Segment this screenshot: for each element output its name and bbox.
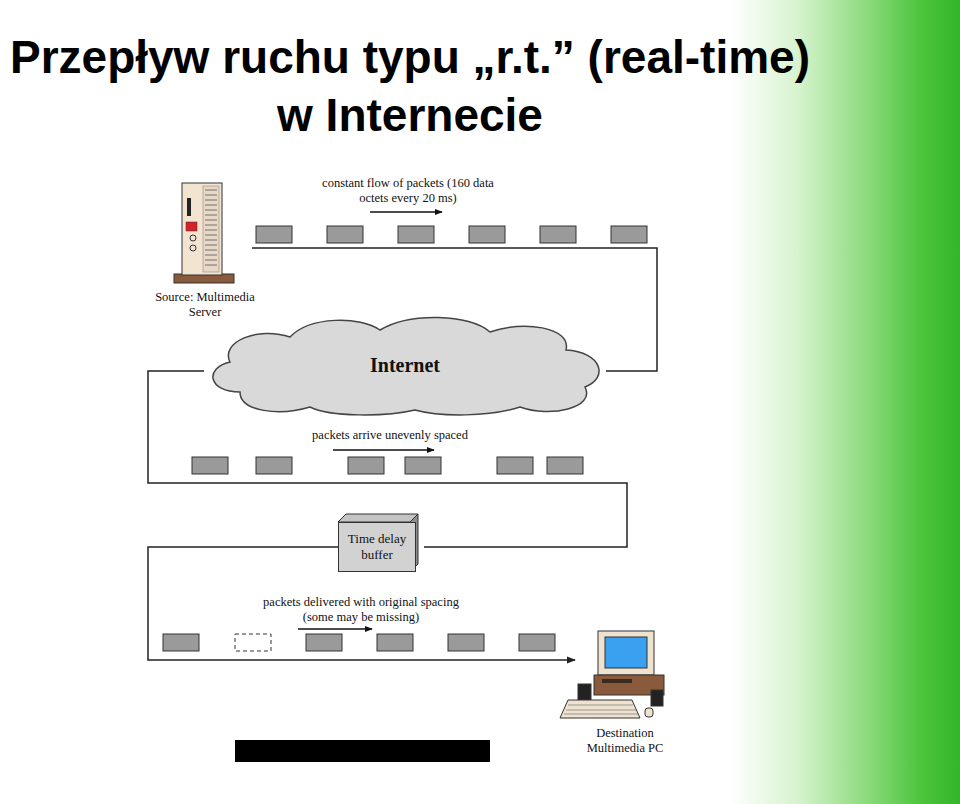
buffer-box: Time delay buffer [338,522,416,572]
black-bar [235,740,490,762]
direction-arrow [370,211,442,213]
node-label: Internet [368,351,442,379]
slide-title: Przepływ ruchu typu „r.t.” (real-time) w… [0,28,820,144]
missing-packet [235,634,271,651]
direction-arrow [298,628,372,630]
flow-label: packets delivered with original spacing … [252,595,470,625]
buffer-top-face [338,514,418,522]
packet-row [192,457,583,474]
server-node: Source: Multimedia Server [150,180,260,322]
node-label: Destination Multimedia PC [580,724,670,758]
node-label: Source: Multimedia Server [150,288,260,322]
pc-icon [560,631,664,718]
pc-node: Destination Multimedia PC [575,628,675,758]
cloud-shape [213,317,599,414]
server-icon [174,183,234,283]
direction-arrow [333,449,434,451]
packet-row [256,226,647,243]
node-label: Time delay buffer [342,529,412,564]
packet-row [163,634,555,651]
flow-label: packets arrive unevenly spaced [290,428,490,443]
internet-cloud: Internet [200,312,610,418]
flow-label: constant flow of packets (160 data octet… [318,176,498,206]
